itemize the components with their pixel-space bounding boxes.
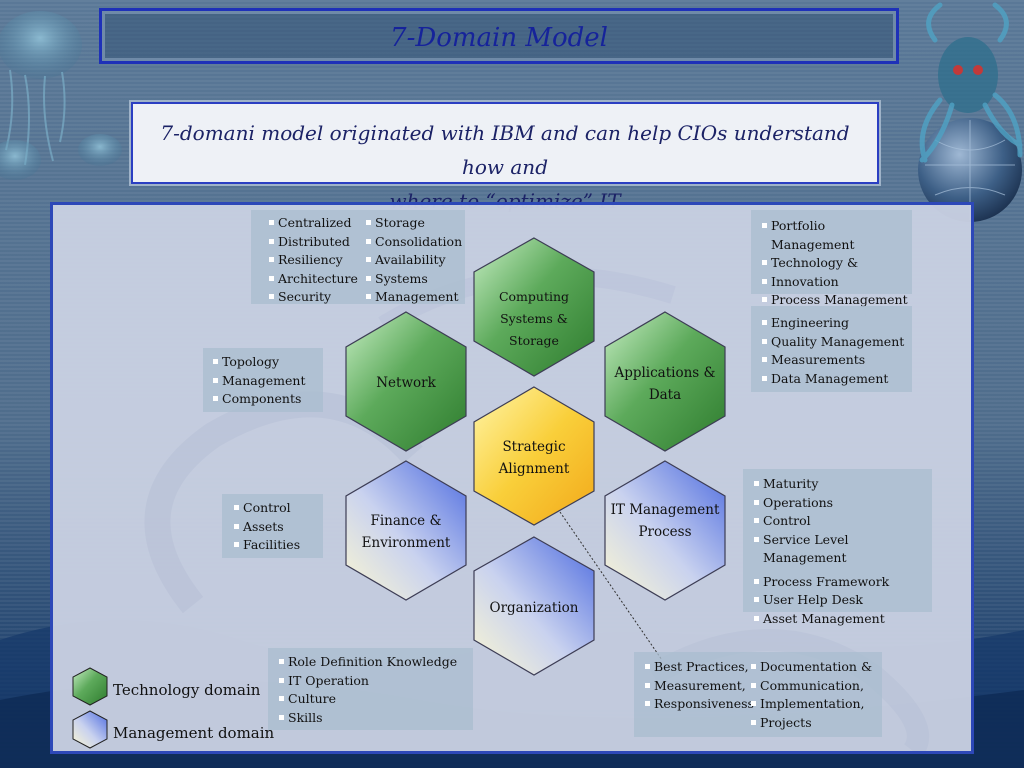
list-item: Best Practices, bbox=[645, 658, 754, 677]
note-network-list: Topology Management Components bbox=[213, 353, 319, 409]
note-organization: Role Definition Knowledge IT Operation C… bbox=[268, 648, 473, 730]
note-applications-a: Portfolio Management Technology & Innova… bbox=[751, 210, 912, 307]
legend-management-label: Management domain bbox=[113, 724, 275, 742]
hex-applications bbox=[604, 311, 726, 452]
note-computing: Centralized Distributed Resiliency Archi… bbox=[251, 210, 465, 304]
note-organization-list: Role Definition Knowledge IT Operation C… bbox=[279, 653, 469, 727]
list-item: Quality Management bbox=[762, 333, 908, 352]
list-item: Control bbox=[234, 499, 319, 518]
list-item: Engineering bbox=[762, 314, 908, 333]
list-item: Communication, bbox=[751, 677, 872, 696]
note-finance: Control Assets Facilities bbox=[222, 494, 323, 558]
strategic-connector bbox=[559, 511, 663, 661]
legend-technology-label: Technology domain bbox=[113, 681, 261, 699]
hex-itmgmt bbox=[604, 460, 726, 601]
list-item: Components bbox=[213, 390, 319, 409]
slide-title: 7-Domain Model bbox=[390, 23, 608, 53]
list-item: Role Definition Knowledge bbox=[279, 653, 469, 672]
list-item: Process Framework bbox=[754, 573, 928, 592]
list-item: Asset Management bbox=[754, 610, 928, 629]
list-item: Measurements bbox=[762, 351, 908, 370]
hex-computing-line2: Storage bbox=[509, 333, 559, 348]
list-item: Responsiveness bbox=[645, 695, 754, 714]
subtitle-line-1: 7-domani model originated with IBM and c… bbox=[160, 121, 850, 179]
hex-strategic-line2: Alignment bbox=[498, 461, 570, 477]
hex-itmgmt-line2: Process bbox=[638, 524, 692, 540]
hex-finance-label: Finance & Environment bbox=[346, 510, 466, 554]
hex-organization-label: Organization bbox=[474, 597, 594, 619]
note-finance-list: Control Assets Facilities bbox=[234, 499, 319, 555]
note-itmgmt-a-list: Maturity Operations Control Service Leve… bbox=[754, 475, 928, 568]
note-itmgmt-b-list: Process Framework User Help Desk Asset M… bbox=[754, 573, 928, 629]
list-item: Projects bbox=[751, 714, 872, 733]
list-item: Systems bbox=[366, 270, 462, 289]
list-item: Facilities bbox=[234, 536, 319, 555]
hex-network-label: Network bbox=[346, 372, 466, 394]
list-item: Maturity bbox=[754, 475, 928, 494]
note-strategic: Best Practices, Measurement, Responsiven… bbox=[634, 652, 882, 737]
list-item: Consolidation bbox=[366, 233, 462, 252]
list-item: Control bbox=[754, 512, 928, 531]
list-item: Assets bbox=[234, 518, 319, 537]
note-applications-a-list: Portfolio Management Technology & Innova… bbox=[762, 217, 908, 310]
note-applications-b: Engineering Quality Management Measureme… bbox=[751, 306, 912, 392]
list-item: Availability bbox=[366, 251, 462, 270]
note-strategic-left-list: Best Practices, Measurement, Responsiven… bbox=[645, 658, 754, 714]
hex-computing-line1: Computing Systems & bbox=[498, 289, 570, 326]
hex-computing bbox=[473, 237, 595, 377]
hex-strategic-label: Strategic Alignment bbox=[474, 436, 594, 480]
list-item: Security bbox=[269, 288, 358, 307]
hex-computing-label: Computing Systems & Storage bbox=[472, 286, 596, 352]
list-item: Distributed bbox=[269, 233, 358, 252]
list-item: Measurement, bbox=[645, 677, 754, 696]
hex-network bbox=[345, 311, 467, 452]
title-bar: 7-Domain Model bbox=[99, 8, 899, 64]
list-item: Topology bbox=[213, 353, 319, 372]
list-item: Innovation bbox=[762, 273, 908, 292]
legend-management-icon bbox=[72, 710, 108, 749]
hex-strategic bbox=[473, 386, 595, 526]
list-item: Operations bbox=[754, 494, 928, 513]
note-itmgmt: Maturity Operations Control Service Leve… bbox=[743, 469, 932, 626]
hex-itmgmt-label: IT Management Process bbox=[605, 499, 725, 543]
list-item: Resiliency bbox=[269, 251, 358, 270]
note-applications-b-list: Engineering Quality Management Measureme… bbox=[762, 314, 908, 388]
hex-strategic-line1: Strategic bbox=[502, 439, 566, 455]
hex-finance bbox=[345, 460, 467, 601]
hex-applications-label: Applications & Data bbox=[605, 362, 725, 406]
list-item: Management bbox=[213, 372, 319, 391]
note-network: Topology Management Components bbox=[203, 348, 323, 412]
note-computing-left-list: Centralized Distributed Resiliency Archi… bbox=[269, 214, 358, 307]
list-item: Implementation, bbox=[751, 695, 872, 714]
list-item: Data Management bbox=[762, 370, 908, 389]
hex-applications-line1: Applications & bbox=[614, 365, 716, 381]
list-item: Storage bbox=[366, 214, 462, 233]
note-computing-right-list: Storage Consolidation Availability Syste… bbox=[366, 214, 462, 307]
list-item: Centralized bbox=[269, 214, 358, 233]
list-item: Documentation & bbox=[751, 658, 872, 677]
hex-organization-line1: Organization bbox=[489, 600, 579, 616]
list-item: Culture bbox=[279, 690, 469, 709]
list-item: Technology & bbox=[762, 254, 908, 273]
hex-network-line1: Network bbox=[376, 375, 436, 391]
legend-technology-icon bbox=[72, 667, 108, 706]
list-item: Service Level Management bbox=[754, 531, 928, 568]
hex-organization bbox=[473, 536, 595, 676]
hex-finance-line1: Finance & bbox=[370, 513, 442, 529]
list-item: Process Management bbox=[762, 291, 908, 310]
list-item: Management bbox=[366, 288, 462, 307]
hex-finance-line2: Environment bbox=[361, 535, 451, 551]
hex-applications-line2: Data bbox=[648, 387, 682, 403]
hex-itmgmt-line1: IT Management bbox=[610, 502, 720, 518]
list-item: Skills bbox=[279, 709, 469, 728]
note-strategic-right-list: Documentation & Communication, Implement… bbox=[751, 658, 872, 732]
list-item: Architecture bbox=[269, 270, 358, 289]
list-item: User Help Desk bbox=[754, 591, 928, 610]
list-item: Portfolio Management bbox=[762, 217, 908, 254]
list-item: IT Operation bbox=[279, 672, 469, 691]
